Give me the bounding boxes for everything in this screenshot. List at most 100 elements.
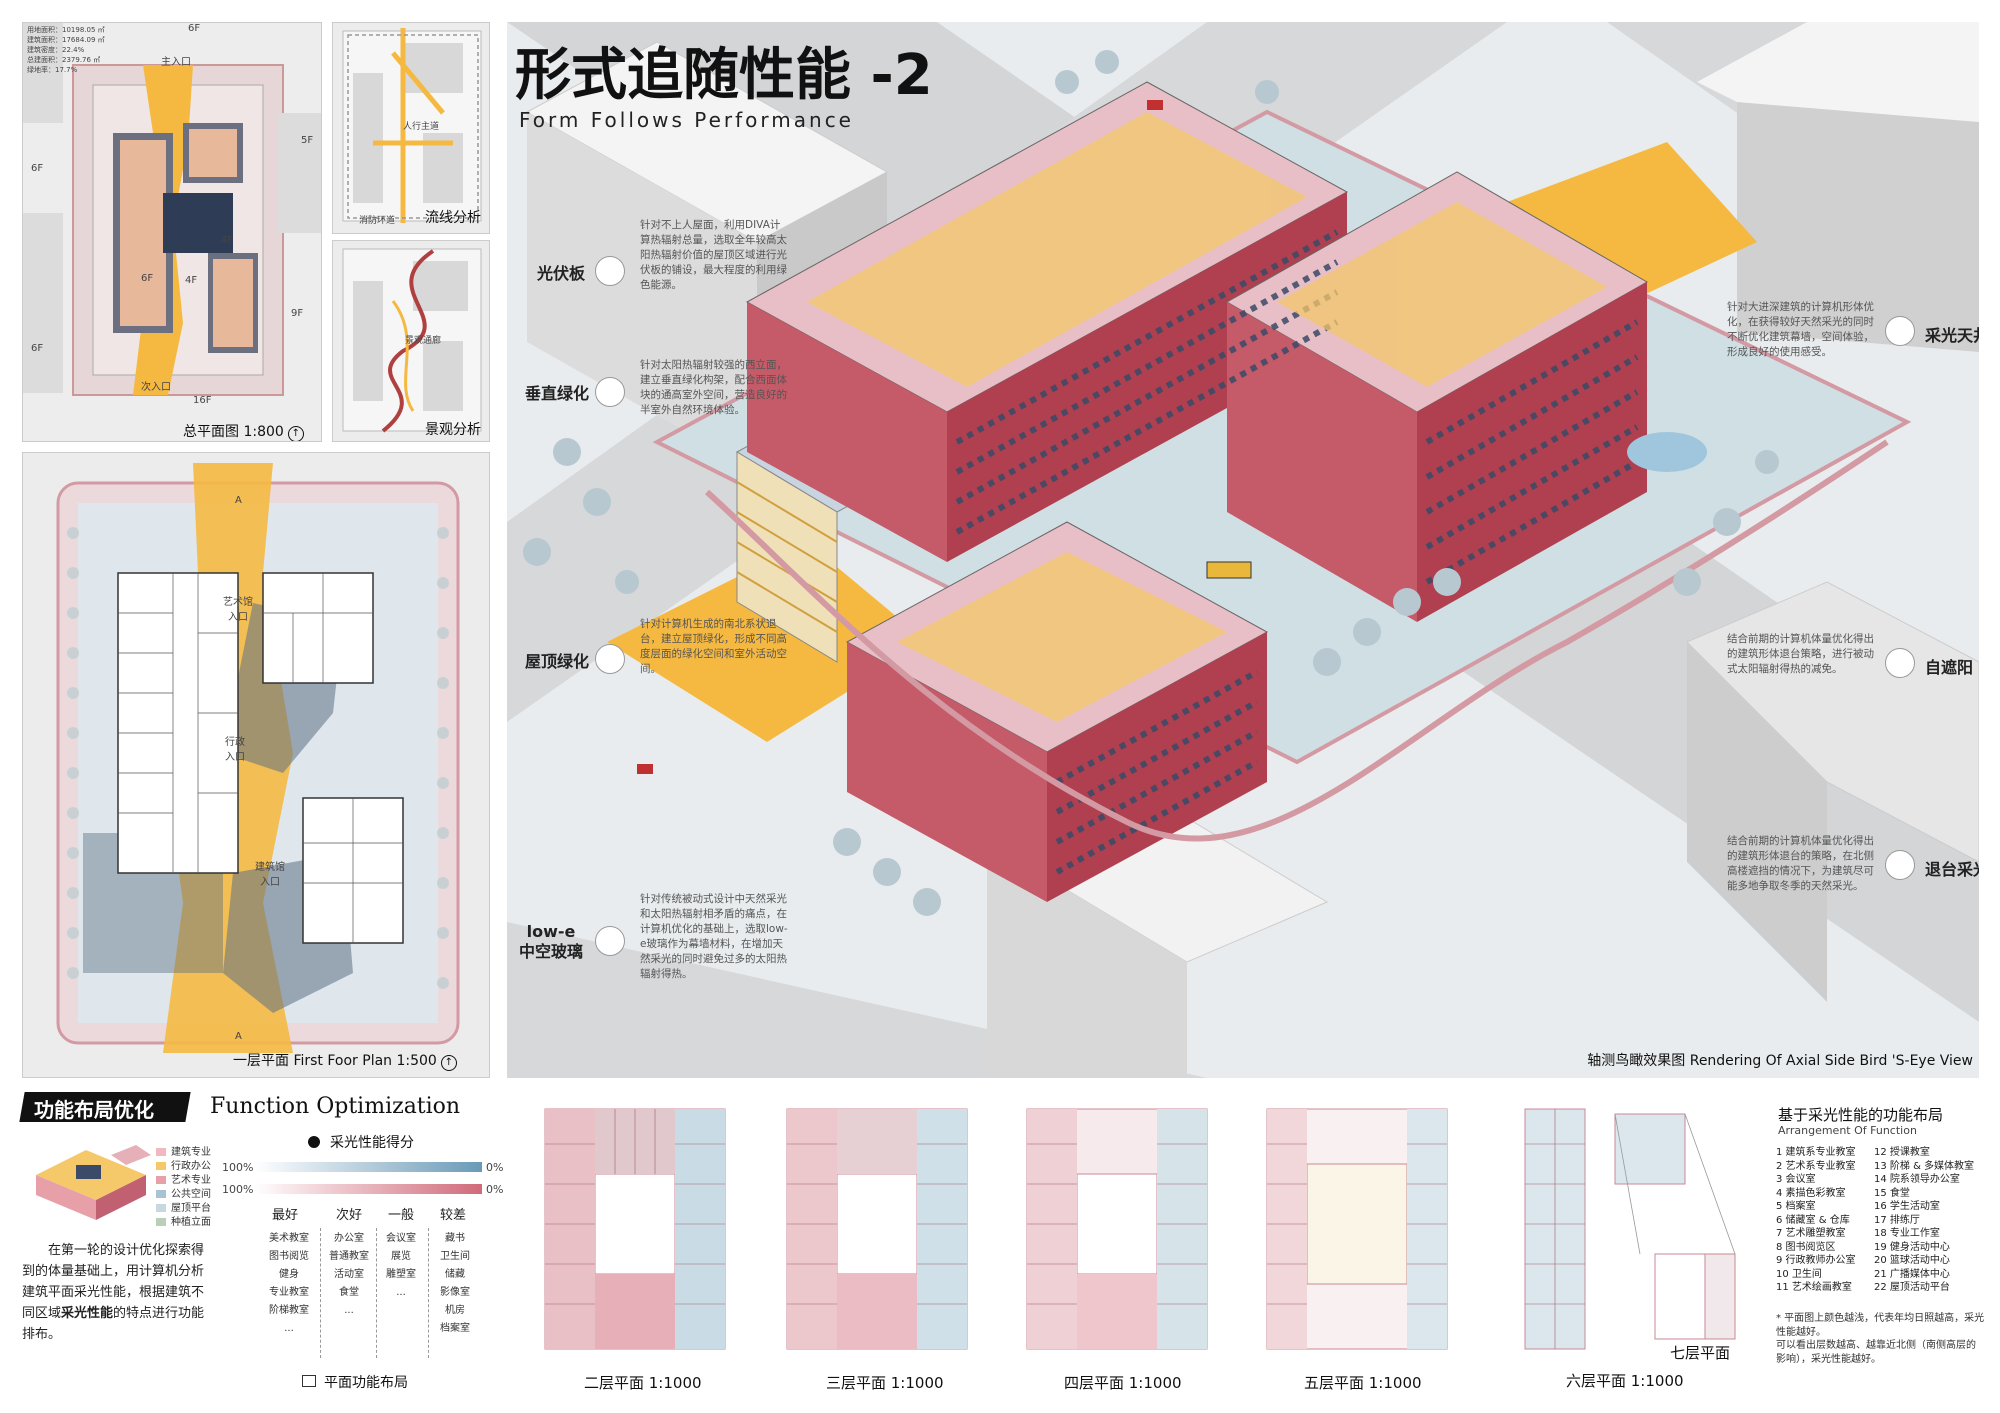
glass-icon	[595, 926, 625, 956]
function-item: 阶梯教室	[269, 1305, 309, 1316]
arrangement-list-left: 1 建筑系专业教室 2 艺术系专业教室 3 会议室 4 素描色彩教室 5 档案室…	[1776, 1146, 1856, 1295]
legend-label: 建筑专业	[171, 1147, 211, 1158]
legend-swatch	[156, 1218, 166, 1226]
function-item: ...	[344, 1305, 354, 1316]
arrangement-item: 20 篮球活动中心	[1874, 1255, 1950, 1266]
skylight-icon	[1885, 316, 1915, 346]
function-item: 健身	[279, 1269, 299, 1280]
arrangement-item: 10 卫生间	[1776, 1268, 1822, 1280]
sun-icon	[308, 1136, 320, 1148]
function-column-average: 会议室 展览 雕塑室 ...	[366, 1230, 436, 1302]
main-entrance-label: 主入口	[161, 57, 191, 68]
strategy-text-vertical-green: 针对太阳热辐射较强的西立面，建立垂直绿化构架，配合西面体块的通高室外空间，营造良…	[640, 359, 787, 416]
north-arrow-icon: ↑	[287, 426, 304, 441]
legend-row: 屋顶平台	[156, 1199, 211, 1214]
art-museum-entrance-label: 艺术馆 入口	[223, 597, 253, 623]
arrangement-item: 1 建筑系专业教室	[1776, 1147, 1856, 1158]
self-shading-icon	[1885, 648, 1915, 678]
legend-row: 种植立面	[156, 1213, 211, 1228]
legend-swatch	[156, 1148, 166, 1156]
arrangement-item: 16 学生活动室	[1874, 1201, 1940, 1212]
site-plan-drawing	[23, 23, 321, 441]
note-line: 影响），采光性能越好。	[1776, 1353, 1881, 1365]
strategy-title-vertical-green: 垂直绿化	[525, 384, 590, 403]
circulation-panel: 人行主道 消防环道 流线分析	[332, 22, 490, 234]
landscape-panel: 景观通廊 景观分析	[332, 240, 490, 442]
legend-swatch	[156, 1190, 166, 1198]
floor-label: 5F	[301, 135, 314, 146]
strategy-title-skylight: 采光天井	[1925, 326, 1979, 345]
scale-right-label: 0%	[486, 1161, 504, 1174]
circulation-label: 消防环道	[359, 216, 396, 226]
legend-row: 公共空间	[156, 1185, 211, 1200]
arrangement-item: 21 广播媒体中心	[1874, 1268, 1950, 1280]
stat-line: 用地面积：10198.05 ㎡	[27, 26, 105, 34]
function-item: 办公室	[334, 1233, 364, 1244]
arrangement-item: 17 排练厅	[1874, 1214, 1920, 1226]
arrangement-title-en: Arrangement Of Function	[1778, 1124, 1917, 1137]
grade-divider	[376, 1228, 377, 1358]
function-item: 储藏	[445, 1269, 465, 1280]
arrangement-item: 15 食堂	[1874, 1187, 1910, 1199]
grade-divider	[320, 1228, 321, 1358]
strategy-title-low-e-glass: low-e 中空玻璃	[519, 922, 584, 961]
site-stats: 用地面积：10198.05 ㎡ 建筑面积：17684.09 ㎡ 建筑密度：22.…	[27, 25, 105, 75]
grade-divider	[428, 1228, 429, 1358]
strategy-text-roof-green: 针对计算机生成的南北系状退台，建立屋顶绿化，形成不同高度层面的绿化空间和室外活动…	[640, 618, 787, 675]
floor-label: 16F	[193, 395, 212, 406]
landscape-label: 景观通廊	[405, 336, 442, 346]
floor-plan-5-caption: 五层平面 1:1000	[1304, 1374, 1422, 1392]
arrangement-note: * 平面图上颜色越浅，代表年均日照越高，采光 性能越好。 可以看出层数越高、越靠…	[1776, 1312, 1984, 1366]
floor-label: 6F	[141, 273, 154, 284]
first-floor-panel: 艺术馆 入口 行政 入口 建筑馆 入口 A A 一层平面 First Foor …	[22, 452, 490, 1078]
scale-left-label: 100%	[222, 1161, 254, 1174]
function-title-cn: 功能布局优化	[34, 1098, 154, 1122]
note-line: * 平面图上颜色越浅，代表年均日照越高，采光	[1776, 1313, 1985, 1324]
floor-plan-5	[1266, 1108, 1448, 1350]
roof-green-icon	[595, 644, 625, 674]
arrangement-list-right: 12 授课教室 13 阶梯 & 多媒体教室 14 院系领导办公室 15 食堂 1…	[1874, 1146, 1974, 1295]
function-column-poor: 藏书 卫生间 储藏 影像室 机房 档案室	[420, 1230, 490, 1338]
floor-label: 9F	[291, 308, 304, 319]
function-description-text: 的特点进行功能排布。	[22, 1306, 205, 1342]
legend-swatch	[156, 1176, 166, 1184]
function-item: ...	[396, 1287, 406, 1298]
arrangement-item: 9 行政教师办公室	[1776, 1255, 1856, 1266]
function-item: ...	[284, 1323, 294, 1334]
grade-label: 一般	[388, 1208, 415, 1223]
architecture-museum-entrance-label: 建筑馆 入口	[255, 862, 285, 888]
floor-label: 4F	[221, 235, 234, 246]
strategy-text-solar: 针对不上人屋面，利用DIVA计算热辐射总量，选取全年较高太阳热辐射价值的屋顶区域…	[640, 219, 787, 291]
axonometric-panel: 形式追随性能 -2 Form Follows Performance 光伏板 针…	[507, 22, 1979, 1078]
legend-row: 艺术专业	[156, 1171, 211, 1186]
first-floor-drawing	[23, 453, 489, 1077]
function-description-emphasis: 采光性能	[61, 1306, 114, 1321]
function-item: 会议室	[386, 1233, 416, 1244]
function-item: 机房	[445, 1305, 465, 1316]
section-mark: A	[235, 1031, 242, 1042]
scale-right-label: 0%	[486, 1183, 504, 1196]
floor-plan-7	[1614, 1113, 1736, 1340]
floor-plan-7-caption: 七层平面	[1670, 1344, 1731, 1362]
plan-layout-label: 平面功能布局	[324, 1375, 408, 1391]
strategy-title-self-shading: 自遮阳	[1925, 658, 1974, 677]
function-item: 卫生间	[440, 1251, 470, 1262]
arrangement-item: 5 档案室	[1776, 1201, 1816, 1212]
legend-label: 艺术专业	[171, 1175, 211, 1186]
legend-swatch	[156, 1162, 166, 1170]
grade-label: 次好	[336, 1208, 363, 1223]
strategy-title-terrace-light: 退台采光	[1925, 860, 1979, 879]
function-massing-diagram	[36, 1145, 151, 1220]
arrangement-item: 2 艺术系专业教室	[1776, 1160, 1856, 1172]
stat-line: 总建面积：2379.76 ㎡	[27, 56, 101, 64]
strategy-text-skylight: 针对大进深建筑的计算机形体优化，在获得较好天然采光的同时不断优化建筑幕墙，空间体…	[1727, 301, 1874, 358]
admin-entrance-label: 行政 入口	[225, 737, 245, 763]
legend-row: 行政办公	[156, 1157, 211, 1172]
legend-row: 建筑专业	[156, 1143, 211, 1158]
first-floor-caption-text: 一层平面 First Foor Plan 1:500	[233, 1053, 437, 1069]
stat-line: 建筑面积：17684.09 ㎡	[27, 36, 105, 44]
plan-layout-icon	[302, 1375, 316, 1387]
score-gradient-blue	[254, 1162, 482, 1172]
arrangement-item: 18 专业工作室	[1874, 1228, 1940, 1239]
floor-label: 6F	[31, 343, 44, 354]
